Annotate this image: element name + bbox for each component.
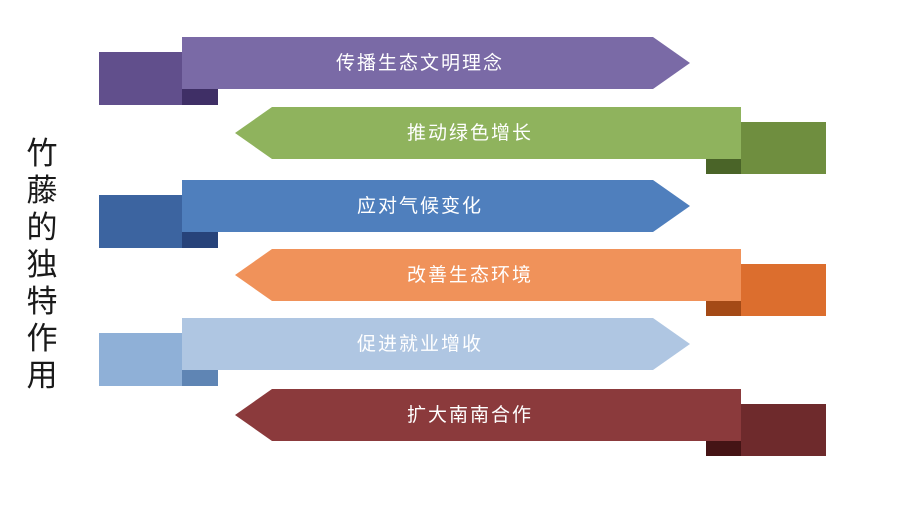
ribbon-tail (741, 122, 826, 174)
ribbon-arrow (235, 389, 741, 441)
ribbon-fold (706, 301, 741, 316)
ribbon-fold (706, 159, 741, 174)
ribbon-fold (706, 441, 741, 456)
title-char: 竹 (26, 136, 58, 172)
ribbon-tail (99, 52, 182, 105)
title-char: 独 (26, 247, 58, 283)
ribbon-label: 推动绿色增长 (406, 122, 533, 144)
ribbon-label: 应对气候变化 (356, 195, 483, 217)
title-char: 作 (26, 321, 58, 357)
ribbon-label: 扩大南南合作 (406, 404, 533, 426)
ribbon-fold (182, 370, 218, 386)
ribbon-tail (99, 195, 182, 248)
ribbon-fold (182, 232, 218, 248)
ribbon-arrow (182, 318, 690, 370)
ribbon-tail (99, 333, 182, 386)
title-char: 特 (26, 284, 58, 320)
ribbon-label: 改善生态环境 (406, 264, 533, 286)
ribbon-arrow (235, 249, 741, 301)
ribbon-arrow (182, 180, 690, 232)
vertical-title: 竹藤的独特作用 (22, 136, 62, 395)
ribbon-label: 传播生态文明理念 (335, 52, 504, 74)
ribbon-fold (182, 89, 218, 105)
ribbon-arrow (182, 37, 690, 89)
ribbon-tail (741, 264, 826, 316)
title-char: 用 (26, 358, 58, 394)
ribbon-arrow (235, 107, 741, 159)
title-char: 的 (26, 210, 58, 246)
title-char: 藤 (26, 173, 58, 209)
ribbon-tail (741, 404, 826, 456)
ribbon-label: 促进就业增收 (356, 333, 483, 355)
